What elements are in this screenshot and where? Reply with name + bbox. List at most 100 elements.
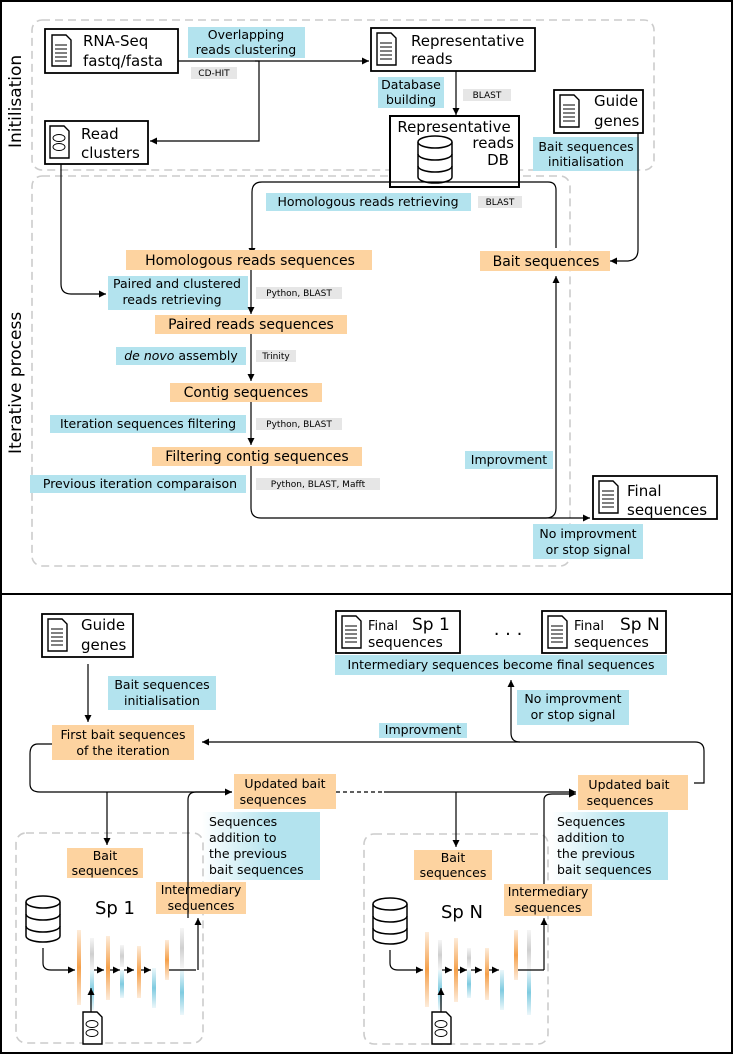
de-novo-highlight	[116, 347, 246, 365]
bait-n-label-2: sequences	[420, 865, 487, 880]
final-seq-label-1: Final	[627, 482, 662, 500]
bar-orange	[137, 946, 141, 998]
guide-genes-bottom-label-2: genes	[81, 636, 126, 654]
db-building-label-1: Database	[381, 77, 441, 92]
rep-reads-box	[370, 27, 536, 72]
previous-comparison-label: Previous iteration comparaison	[43, 476, 237, 491]
seq-add-n-l2: addition to	[557, 830, 624, 845]
bar-gray	[180, 928, 184, 968]
initialisation-container	[31, 19, 655, 171]
no-improv-label-2a: No improvment	[524, 691, 621, 706]
rep-db-label-1: Representative	[397, 118, 510, 136]
contig-seq-label: Contig sequences	[184, 385, 309, 401]
seq-addition-highlight-n	[552, 812, 668, 880]
updated-bait-highlight-n	[578, 775, 688, 810]
intermediary-1-label-2: sequences	[168, 898, 235, 913]
improvment-label-1: Improvment	[471, 452, 547, 467]
blast-tag-2	[478, 196, 522, 208]
trinity-tag	[256, 350, 296, 362]
guide-genes-bottom-label-1: Guide	[81, 616, 125, 634]
python-blast-tag-1	[256, 287, 342, 299]
document-icon	[547, 615, 568, 649]
homologous-retrieving-label: Homologous reads retrieving	[277, 194, 458, 209]
bar-orange	[454, 938, 458, 1002]
bait-init-bottom-label-1: Bait sequences	[114, 677, 209, 692]
bar-blue	[180, 970, 184, 1015]
python-blast-mafft-label: Python, BLAST, Mafft	[271, 480, 366, 490]
overlap-label-1: Overlapping	[208, 27, 284, 42]
no-improv-label-1b: or stop signal	[546, 542, 631, 557]
cdhit-label: CD-HIT	[198, 69, 230, 79]
seq-add-1-l1: Sequences	[209, 814, 277, 829]
trinity-label: Trinity	[261, 352, 290, 362]
guide-genes-label-2: genes	[594, 112, 639, 130]
document-icon	[559, 94, 580, 128]
updated-bait-1-label-1: Updated bait	[244, 776, 325, 791]
intermediary-1-label-1: Intermediary	[161, 882, 242, 897]
bar-orange	[514, 930, 518, 980]
paired-clustered-highlight	[108, 276, 248, 310]
improvment-label-2: Improvment	[385, 722, 461, 737]
first-bait-label-2: of the iteration	[76, 743, 169, 758]
no-improv-highlight-2	[517, 690, 629, 725]
read-clusters-label-1: Read	[81, 125, 119, 143]
bar-orange	[106, 936, 110, 1000]
homologous-retrieving-highlight	[266, 193, 471, 211]
blast-tag-1	[463, 89, 511, 101]
contig-seq-highlight	[170, 383, 322, 402]
rep-db-box	[389, 115, 520, 188]
final-sp1-name: Sp 1	[412, 615, 450, 635]
arrow-improvment-loop	[250, 276, 560, 519]
bar-blue	[152, 968, 156, 1008]
bar-gray	[438, 940, 442, 970]
bait-1-label-2: sequences	[72, 863, 139, 878]
improvment-highlight-2	[379, 723, 467, 738]
spn-big-label: Sp N	[441, 902, 483, 923]
bottom-panel-frame	[0, 593, 733, 1054]
bait-init-highlight	[533, 137, 639, 171]
species-1-container	[15, 832, 204, 1044]
iterative-container	[31, 175, 571, 567]
read-clusters-label-2: clusters	[81, 144, 140, 162]
pipeline-arrow	[42, 948, 75, 974]
bait-1-label-1: Bait	[93, 848, 118, 863]
python-blast-label-2: Python, BLAST	[266, 420, 332, 430]
bar-blue	[527, 970, 531, 1015]
bar-orange	[77, 930, 81, 1005]
bait-seq-highlight	[480, 251, 610, 271]
bar-blue	[120, 970, 124, 998]
cluster-document-icon	[431, 1011, 452, 1045]
seq-add-1-l2: addition to	[209, 830, 276, 845]
updated-bait-n-label-2: sequences	[587, 793, 654, 808]
no-improv-label-2b: or stop signal	[531, 707, 616, 722]
overlap-label-2: reads clustering	[196, 42, 296, 57]
python-blast-tag-2	[256, 418, 342, 430]
previous-comparison-highlight	[30, 475, 246, 493]
bar-blue	[500, 970, 504, 1010]
bait-seq-label: Bait sequences	[493, 254, 600, 270]
seq-addition-highlight-1	[202, 812, 320, 880]
python-blast-mafft-tag	[256, 478, 380, 490]
bait-init-bottom-label-2: initialisation	[124, 693, 200, 708]
document-icon	[341, 615, 362, 649]
seq-add-n-l1: Sequences	[557, 814, 625, 829]
final-sp1-seq: sequences	[368, 635, 443, 651]
de-novo-italic: de novo	[124, 348, 175, 363]
pipeline-bars-sp1	[42, 928, 196, 1015]
arrow-loop-to-first-bait	[202, 738, 705, 784]
bar-gray	[90, 938, 94, 970]
homologous-seq-highlight	[126, 250, 372, 270]
de-novo-label: de novo assembly	[124, 348, 238, 363]
final-spn-word: Final	[574, 619, 604, 634]
final-spn-name: Sp N	[620, 615, 660, 635]
arrow-up-to-updated-n-2	[543, 790, 576, 884]
updated-bait-highlight-1	[234, 774, 336, 809]
cluster-document-icon	[82, 1011, 103, 1045]
blast-label-1: BLAST	[473, 91, 502, 101]
seq-add-n-l4: bait sequences	[557, 862, 652, 877]
arrow-loop-to-final	[507, 680, 521, 743]
document-icon	[598, 480, 619, 514]
database-icon	[417, 135, 453, 184]
paired-seq-label: Paired reads sequences	[168, 317, 334, 333]
